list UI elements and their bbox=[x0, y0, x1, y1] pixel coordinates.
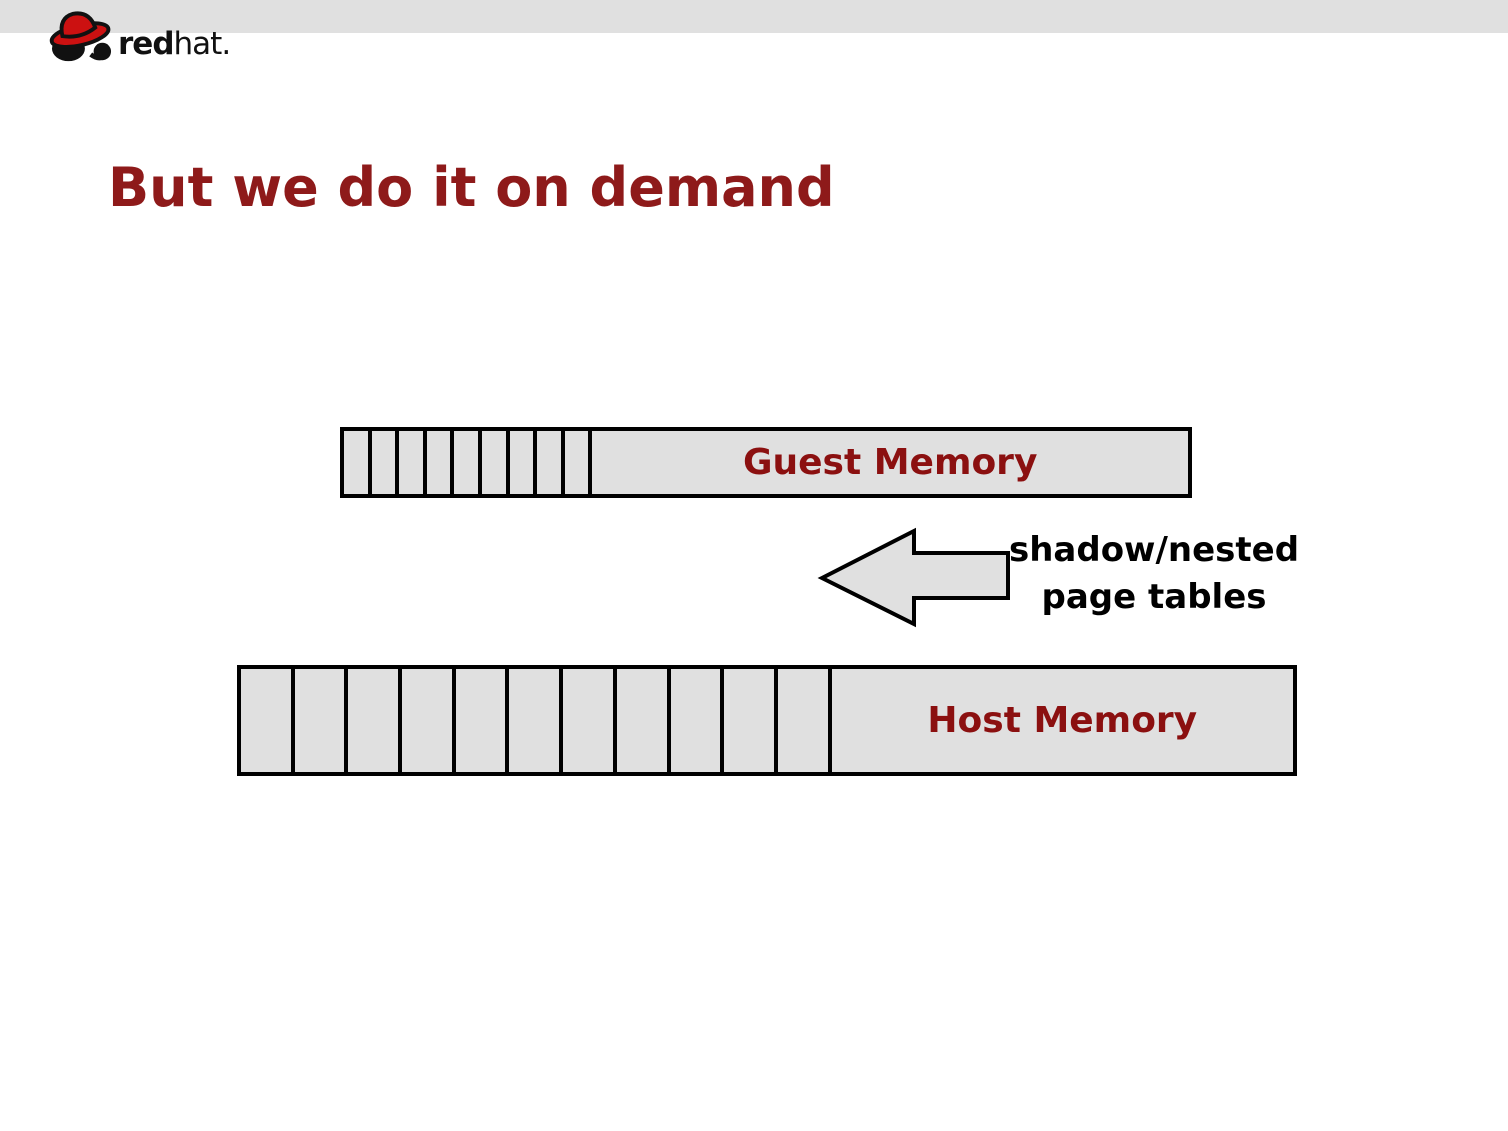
host-memory-bar: Host Memory bbox=[237, 665, 1297, 776]
memory-page-cell bbox=[456, 669, 510, 772]
left-arrow-icon bbox=[817, 527, 1010, 628]
memory-page-cell bbox=[427, 431, 455, 494]
host-memory-wide-cell: Host Memory bbox=[832, 669, 1293, 772]
header-strip bbox=[0, 0, 1508, 33]
redhat-fedora-icon bbox=[49, 11, 112, 62]
host-memory-cells bbox=[241, 669, 832, 772]
memory-page-cell bbox=[482, 431, 510, 494]
memory-page-cell bbox=[778, 669, 832, 772]
arrow-label: shadow/nested page tables bbox=[1002, 527, 1306, 621]
guest-memory-label: Guest Memory bbox=[742, 442, 1038, 483]
memory-page-cell bbox=[241, 669, 295, 772]
memory-page-cell bbox=[344, 431, 372, 494]
memory-page-cell bbox=[348, 669, 403, 772]
memory-page-cell bbox=[671, 669, 725, 772]
slide-title: But we do it on demand bbox=[108, 156, 835, 220]
redhat-wordmark: redhat. bbox=[118, 26, 232, 66]
memory-page-cell bbox=[399, 431, 427, 494]
redhat-wordmark-hat: hat. bbox=[173, 26, 232, 62]
memory-page-cell bbox=[537, 431, 565, 494]
memory-page-cell bbox=[454, 431, 482, 494]
memory-page-cell bbox=[565, 431, 593, 494]
memory-page-cell bbox=[617, 669, 671, 772]
memory-page-cell bbox=[563, 669, 617, 772]
memory-page-cell bbox=[724, 669, 778, 772]
guest-memory-wide-cell: Guest Memory bbox=[592, 431, 1188, 494]
host-memory-label: Host Memory bbox=[927, 700, 1198, 741]
memory-page-cell bbox=[510, 431, 538, 494]
arrow-label-line2: page tables bbox=[1041, 577, 1267, 617]
memory-page-cell bbox=[509, 669, 564, 772]
memory-page-cell bbox=[295, 669, 349, 772]
memory-page-cell bbox=[372, 431, 400, 494]
redhat-wordmark-red: red bbox=[118, 26, 175, 62]
guest-memory-cells bbox=[344, 431, 593, 494]
arrow-label-line1: shadow/nested bbox=[1008, 530, 1300, 570]
redhat-logo: redhat. bbox=[48, 6, 232, 66]
memory-page-cell bbox=[402, 669, 456, 772]
guest-memory-bar: Guest Memory bbox=[340, 427, 1192, 498]
